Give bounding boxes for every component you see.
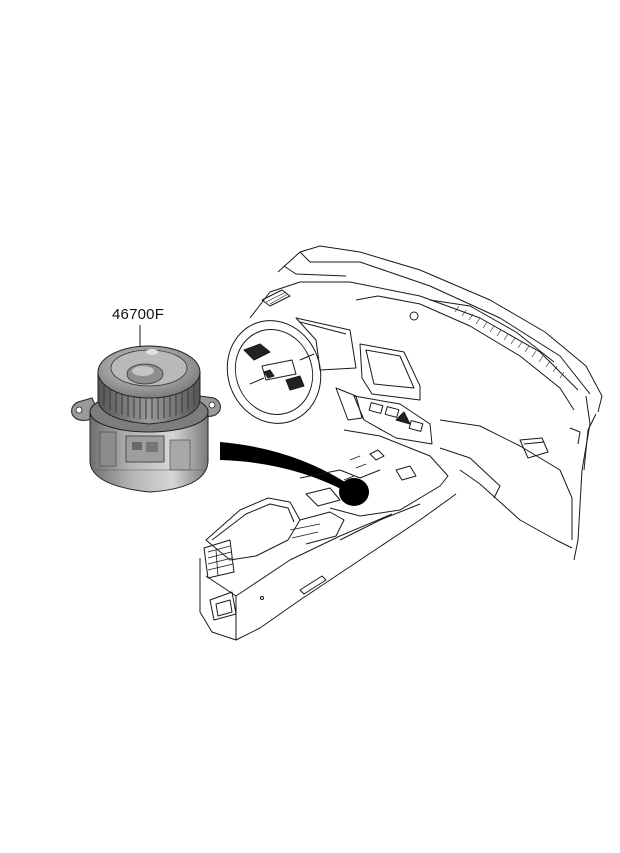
steering-wheel [226, 320, 322, 424]
shift-dial-assembly [71, 345, 221, 493]
dashboard-console-drawing [199, 245, 603, 641]
rear-vent [203, 539, 235, 579]
pointer-arrow [220, 442, 347, 492]
dial-location-marker [339, 478, 369, 506]
part-number-label: 46700F [112, 306, 165, 323]
